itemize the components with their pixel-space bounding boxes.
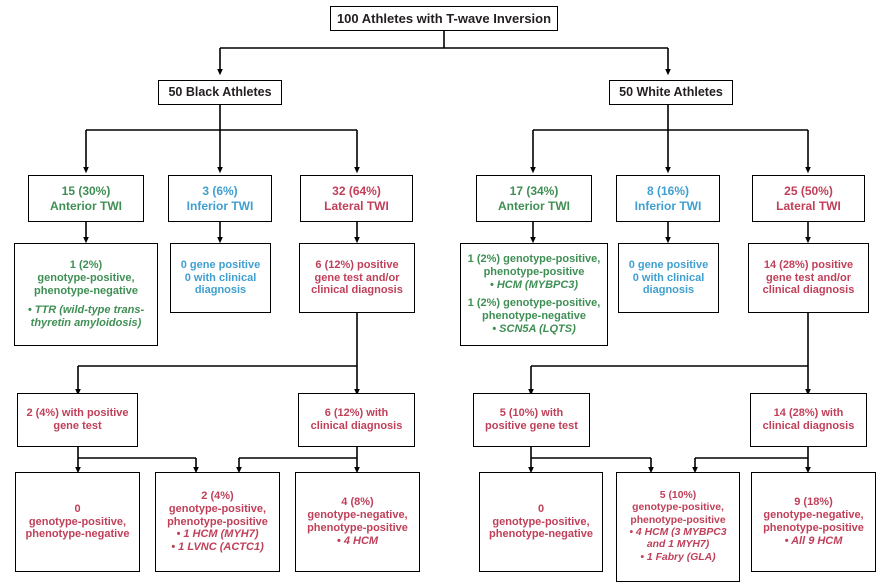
result-line: diagnosis (642, 284, 695, 297)
node-split-white-gene-test: 5 (10%) with positive gene test (473, 393, 590, 447)
twi-type: Lateral TWI (324, 198, 389, 213)
node-split-black-gene-test: 2 (4%) with positive gene test (17, 393, 138, 447)
outcome-line: 0 (537, 502, 545, 515)
result-line: gene test and/or (314, 271, 400, 284)
outcome-bullet: • All 9 HCM (784, 534, 843, 547)
node-cohort-white-label: 50 White Athletes (619, 85, 723, 100)
outcome-line: phenotype-positive (630, 514, 726, 526)
node-split-black-clinical-dx: 6 (12%) with clinical diagnosis (298, 393, 415, 447)
twi-type: Inferior TWI (634, 198, 702, 213)
outcome-line: phenotype-negative (489, 528, 593, 541)
result-line: phenotype-positive (483, 265, 585, 278)
result-line: 0 with clinical (632, 271, 705, 284)
node-result-white-inferior: 0 gene positive 0 with clinical diagnosi… (618, 243, 719, 313)
node-outcome-white-genotype-positive: 5 (10%) genotype-positive, phenotype-pos… (616, 472, 740, 582)
result-bullet: • SCN5A (LQTS) (492, 323, 576, 336)
split-line: 14 (28%) with (773, 407, 844, 420)
outcome-line: 4 (8%) (341, 496, 374, 509)
result-bullet: • TTR (wild-type trans- (27, 303, 145, 316)
node-outcome-black-genotype-positive: 2 (4%) genotype-positive, phenotype-posi… (155, 472, 280, 572)
node-twi-white-inferior: 8 (16%) Inferior TWI (616, 175, 720, 222)
result-line: 14 (28%) positive (763, 258, 854, 271)
outcome-line: genotype-negative, (307, 509, 408, 522)
twi-count: 15 (30%) (61, 184, 111, 199)
twi-type: Lateral TWI (776, 198, 841, 213)
outcome-bullet: • 1 HCM (MYH7) (176, 528, 259, 541)
node-result-white-anterior: 1 (2%) genotype-positive, phenotype-posi… (460, 243, 608, 346)
node-root-label: 100 Athletes with T-wave Inversion (336, 10, 552, 26)
outcome-line: phenotype-positive (307, 522, 408, 534)
twi-count: 32 (64%) (332, 184, 381, 199)
result-line: 0 with clinical (184, 271, 257, 284)
twi-count: 25 (50%) (784, 184, 833, 199)
node-twi-black-inferior: 3 (6%) Inferior TWI (168, 175, 272, 222)
result-line: 0 gene positive (180, 258, 261, 271)
twi-count: 17 (34%) (509, 184, 559, 199)
node-twi-black-lateral: 32 (64%) Lateral TWI (300, 175, 413, 222)
node-outcome-black-phenotype-positive: 4 (8%) genotype-negative, phenotype-posi… (295, 472, 420, 572)
result-line: 1 (2%) (69, 259, 103, 272)
outcome-bullet: • 1 Fabry (GLA) (640, 551, 716, 563)
node-outcome-white-genotype-negative: 0 genotype-positive, phenotype-negative (479, 472, 603, 572)
node-twi-black-anterior: 15 (30%) Anterior TWI (28, 175, 144, 222)
node-cohort-white: 50 White Athletes (609, 80, 733, 105)
outcome-bullet: • 4 HCM (336, 534, 379, 547)
outcome-line: phenotype-positive (763, 522, 864, 534)
node-twi-white-lateral: 25 (50%) Lateral TWI (752, 175, 865, 222)
split-line: 2 (4%) with positive (26, 407, 129, 420)
split-line: positive gene test (485, 420, 578, 432)
outcome-bullet: • 4 HCM (3 MYBPC3 (629, 527, 727, 538)
result-bullet: thyretin amyloidosis) (30, 316, 142, 329)
node-twi-white-anterior: 17 (34%) Anterior TWI (476, 175, 592, 222)
outcome-bullet: and 1 MYH7) (646, 539, 710, 551)
outcome-line: phenotype-negative (25, 528, 130, 541)
outcome-line: genotype-negative, (763, 509, 864, 522)
result-line: clinical diagnosis (762, 284, 855, 297)
split-line: gene test (53, 420, 102, 432)
outcome-line: 2 (4%) (201, 489, 234, 502)
split-line: clinical diagnosis (310, 420, 403, 432)
twi-type: Inferior TWI (186, 198, 254, 213)
result-line: genotype-positive, (37, 272, 135, 285)
outcome-line: 9 (18%) (794, 496, 833, 509)
node-cohort-black: 50 Black Athletes (158, 80, 282, 105)
node-cohort-black-label: 50 Black Athletes (168, 85, 272, 100)
node-result-black-anterior: 1 (2%) genotype-positive, phenotype-nega… (14, 243, 158, 346)
split-line: clinical diagnosis (762, 420, 855, 432)
result-line: 6 (12%) positive (315, 258, 399, 271)
node-result-white-lateral: 14 (28%) positive gene test and/or clini… (748, 243, 869, 313)
outcome-line: genotype-positive, (28, 515, 127, 528)
twi-type: Anterior TWI (498, 198, 570, 213)
result-bullet: • HCM (MYBPC3) (489, 278, 579, 291)
twi-count: 8 (16%) (646, 184, 690, 199)
result-line: phenotype-negative (34, 285, 138, 298)
result-line: 1 (2%) genotype-positive, (467, 252, 601, 265)
twi-type: Anterior TWI (50, 198, 122, 213)
outcome-line: genotype-positive, (632, 502, 724, 514)
node-split-white-clinical-dx: 14 (28%) with clinical diagnosis (750, 393, 867, 447)
node-result-black-inferior: 0 gene positive 0 with clinical diagnosi… (170, 243, 271, 313)
node-root: 100 Athletes with T-wave Inversion (330, 6, 558, 31)
result-line: clinical diagnosis (311, 284, 403, 297)
node-result-black-lateral: 6 (12%) positive gene test and/or clinic… (299, 243, 415, 313)
twi-count: 3 (6%) (202, 184, 238, 199)
result-line: 1 (2%) genotype-positive, (467, 297, 601, 310)
result-line: gene test and/or (766, 271, 851, 284)
outcome-bullet: • 1 LVNC (ACTC1) (171, 541, 264, 554)
split-line: 6 (12%) with (324, 407, 389, 420)
outcome-line: phenotype-positive (167, 515, 268, 528)
result-line: phenotype-negative (482, 310, 586, 323)
outcome-line: 5 (10%) (659, 490, 697, 502)
split-line: 5 (10%) with (499, 407, 564, 420)
node-outcome-black-genotype-negative: 0 genotype-positive, phenotype-negative (15, 472, 140, 572)
outcome-line: 0 (74, 502, 81, 515)
result-line: 0 gene positive (628, 258, 709, 271)
result-line: diagnosis (194, 284, 247, 297)
node-outcome-white-phenotype-positive: 9 (18%) genotype-negative, phenotype-pos… (751, 472, 876, 572)
outcome-line: genotype-positive, (168, 502, 267, 515)
outcome-line: genotype-positive, (492, 515, 590, 528)
